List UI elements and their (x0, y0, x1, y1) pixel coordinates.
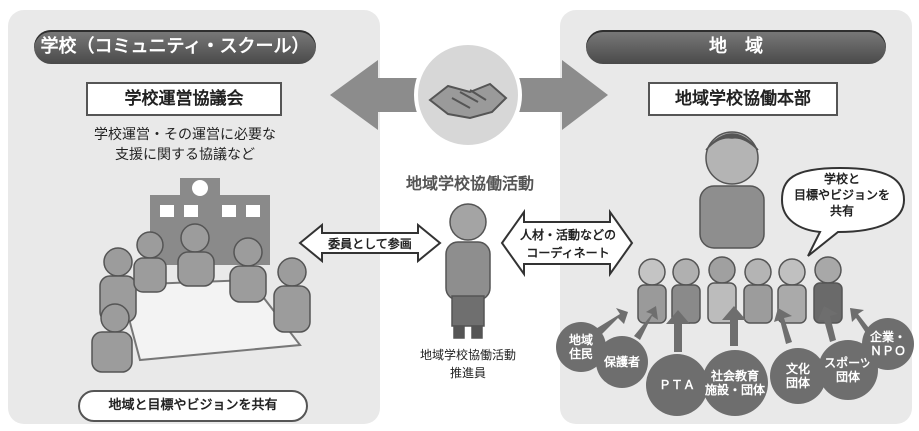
hq-label: 地域学校協働本部 (648, 82, 838, 116)
speech-bubble (780, 166, 906, 257)
promoter-line1: 地域学校協働活動 (419, 348, 516, 362)
coordinate-line2: コーディネート (526, 246, 610, 260)
coordinate-arrow (500, 208, 634, 278)
group-pta: ＰＴＡ (646, 354, 708, 416)
bubble-line1: 学校と (823, 172, 860, 186)
handshake-icon (428, 82, 508, 120)
group-sports: スポーツ団体 (818, 340, 878, 400)
school-title: 学校（コミュニティ・スクール） (34, 30, 316, 64)
coordinator-person-icon (699, 131, 765, 249)
promoter-person-icon (445, 203, 491, 339)
school-shared-label: 地域と目標やビジョンを共有 (78, 390, 308, 422)
group-guardians: 保護者 (596, 336, 648, 388)
coordinate-line1: 人材・活動などの (519, 228, 616, 242)
region-title: 地 域 (586, 30, 886, 64)
participate-label: 委員として参画 (328, 237, 412, 251)
group-arrows (594, 306, 872, 352)
activity-title: 地域学校協働活動 (405, 174, 534, 193)
promoter-line2: 推進員 (449, 366, 486, 380)
bubble-line2: 目標やビジョンを (793, 188, 890, 202)
group-companies-npo: 企業・ＮＰＯ (862, 318, 914, 370)
council-label: 学校運営協議会 (86, 82, 282, 116)
bubble-line3: 共有 (829, 204, 854, 218)
group-culture: 文化団体 (770, 348, 826, 404)
group-social-education: 社会教育施設・団体 (702, 350, 768, 416)
meeting-people-icon (91, 223, 311, 373)
school-desc-line1: 学校運営・その運営に必要な (94, 127, 276, 143)
school-desc-line2: 支援に関する協議など (115, 147, 255, 163)
participate-arrow (298, 222, 442, 264)
